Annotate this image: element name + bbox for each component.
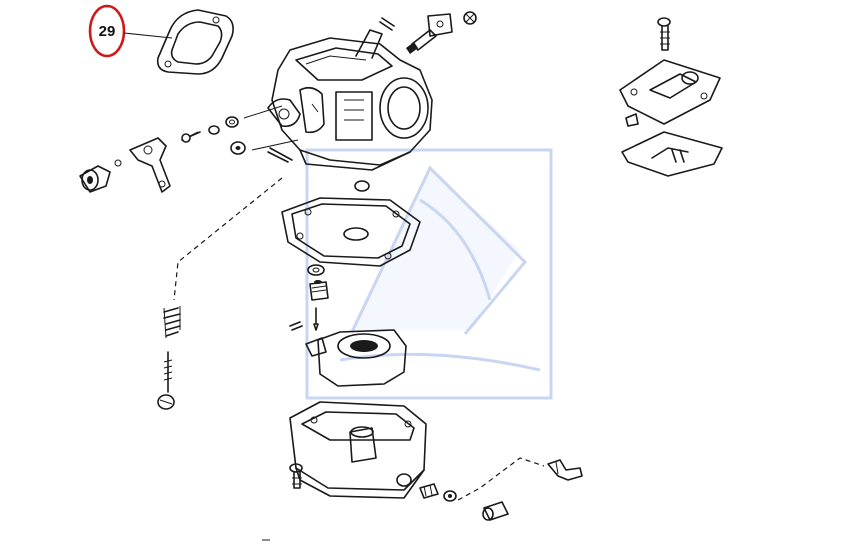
bracket-screw-part[interactable]	[463, 11, 477, 25]
carburetor-body-part[interactable]	[267, 29, 433, 171]
flange-gasket-part[interactable]	[156, 9, 234, 75]
drain-plug-gasket-part[interactable]	[443, 490, 457, 502]
callout-29[interactable]: 29	[88, 4, 173, 58]
float-bowl-part[interactable]	[289, 401, 427, 499]
watermark-logo	[305, 148, 553, 400]
callout-leader-line	[123, 32, 173, 39]
cover-small-screw-part[interactable]	[625, 113, 639, 127]
assembly-leader-line	[243, 105, 299, 151]
needle-seat-washer-part[interactable]	[307, 264, 325, 276]
cover-gasket-part[interactable]	[621, 131, 723, 177]
choke-bracket-part[interactable]	[406, 13, 453, 54]
roll-pin-part[interactable]	[379, 17, 395, 31]
idle-speed-screw-part[interactable]	[157, 351, 175, 410]
inlet-needle-seat-part[interactable]	[309, 280, 329, 301]
float-pin-part[interactable]	[289, 321, 303, 331]
lever-clip-part[interactable]	[267, 147, 293, 163]
lever-screw-part[interactable]	[181, 131, 201, 143]
plug-part[interactable]	[354, 180, 370, 192]
idle-screw-leader	[173, 177, 283, 301]
idle-spring-part[interactable]	[163, 306, 181, 339]
top-cover-part[interactable]	[619, 59, 721, 125]
lever-washers-part[interactable]	[208, 116, 246, 155]
callout-ring	[88, 4, 126, 58]
cover-screw-part[interactable]	[657, 17, 671, 51]
fuel-inlet-fitting-part[interactable]	[547, 459, 583, 481]
drain-plug-part[interactable]	[482, 501, 509, 521]
inlet-needle-part[interactable]	[313, 307, 319, 331]
float-part[interactable]	[305, 329, 407, 387]
throttle-cam-roller-part[interactable]	[79, 159, 122, 193]
bowl-screw-part[interactable]	[289, 463, 303, 489]
throttle-lever-part[interactable]	[129, 137, 171, 193]
fitting-leader-line	[457, 457, 545, 501]
main-jet-part[interactable]	[419, 483, 439, 499]
float-bowl-gasket-part[interactable]	[281, 197, 421, 267]
callout-number: 29	[99, 23, 116, 40]
